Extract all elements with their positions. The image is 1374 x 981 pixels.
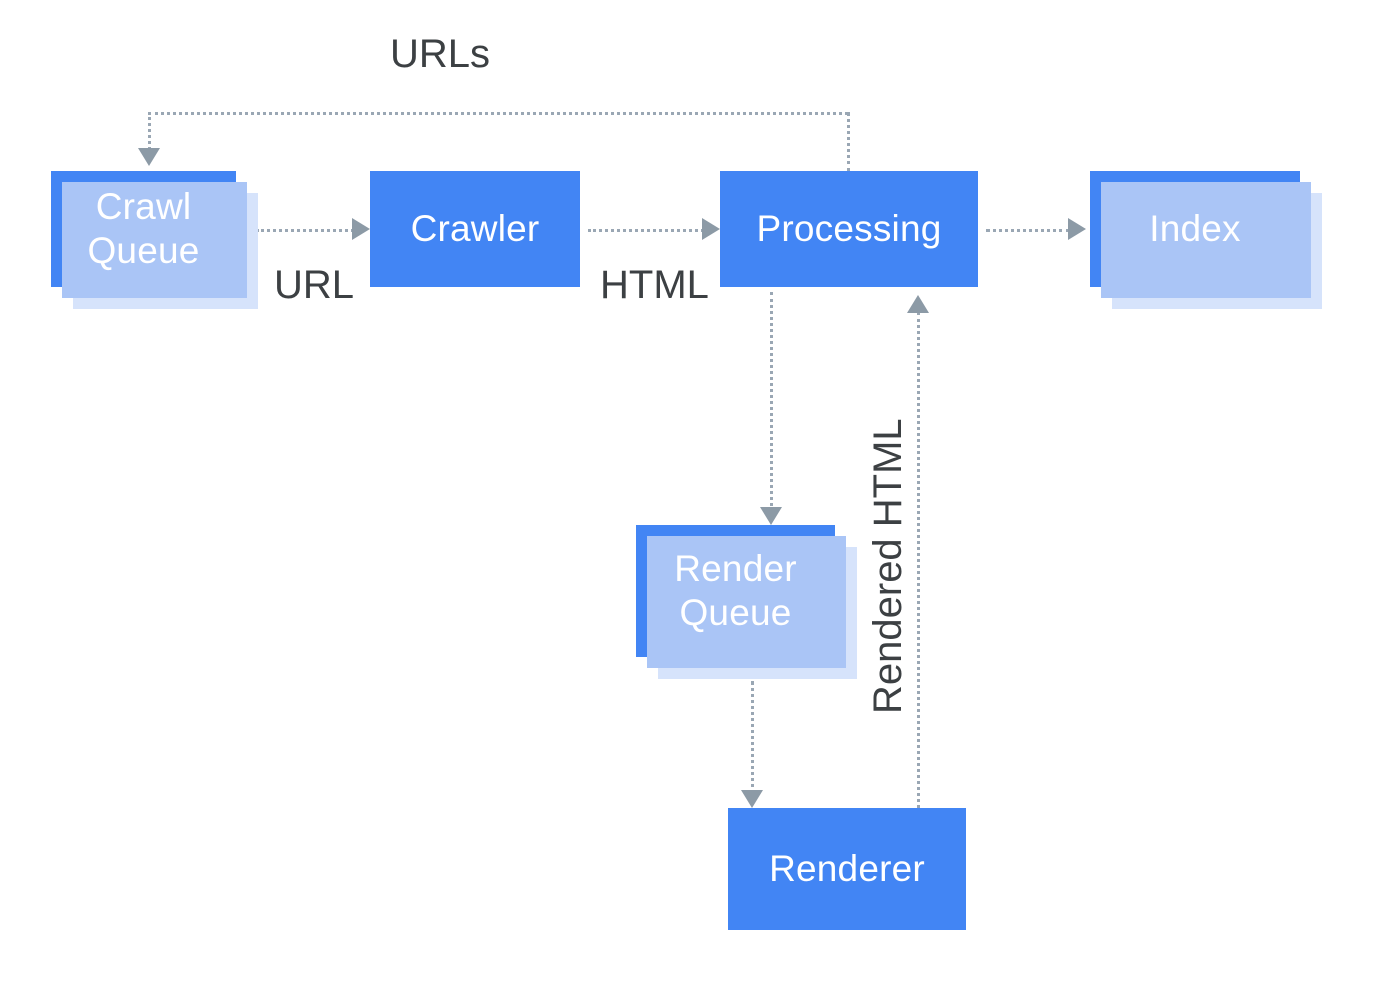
node-renderer-label: Renderer bbox=[769, 848, 925, 890]
node-crawl-queue[interactable]: Crawl Queue bbox=[51, 171, 236, 287]
edge-label-urls: URLs bbox=[390, 32, 491, 76]
node-processing-label: Processing bbox=[756, 208, 942, 250]
node-index-label: Index bbox=[1149, 208, 1241, 250]
arrowhead-into-render-queue bbox=[760, 507, 782, 525]
edge-processing-to-crawlqueue-span bbox=[148, 112, 848, 115]
node-render-queue[interactable]: Render Queue bbox=[636, 525, 835, 657]
edge-label-rendered-html: Rendered HTML bbox=[866, 418, 910, 714]
edge-renderqueue-to-renderer bbox=[751, 681, 754, 801]
edge-label-url: URL bbox=[274, 263, 355, 307]
node-processing[interactable]: Processing bbox=[720, 171, 978, 287]
arrowhead-into-processing bbox=[702, 218, 720, 240]
edge-crawler-to-processing bbox=[588, 229, 704, 232]
node-renderer[interactable]: Renderer bbox=[728, 808, 966, 930]
edge-processing-to-index bbox=[986, 229, 1070, 232]
node-crawler[interactable]: Crawler bbox=[370, 171, 580, 287]
arrowhead-into-renderer bbox=[741, 790, 763, 808]
edge-processing-to-renderqueue bbox=[770, 292, 773, 518]
node-index[interactable]: Index bbox=[1090, 171, 1300, 287]
node-render-queue-label: Render Queue bbox=[674, 548, 797, 633]
node-crawl-queue-label: Crawl Queue bbox=[87, 186, 200, 271]
arrowhead-into-crawl-queue bbox=[138, 148, 160, 166]
edge-renderer-to-processing bbox=[917, 312, 920, 808]
arrowhead-into-index bbox=[1068, 218, 1086, 240]
edge-processing-to-crawlqueue-riser bbox=[847, 112, 850, 172]
edge-label-html: HTML bbox=[600, 263, 709, 307]
arrowhead-into-crawler bbox=[352, 218, 370, 240]
node-crawler-label: Crawler bbox=[410, 208, 540, 250]
edge-processing-to-crawlqueue-drop bbox=[148, 112, 151, 150]
edge-crawlqueue-to-crawler bbox=[256, 229, 354, 232]
arrowhead-into-processing-rendered bbox=[907, 295, 929, 313]
